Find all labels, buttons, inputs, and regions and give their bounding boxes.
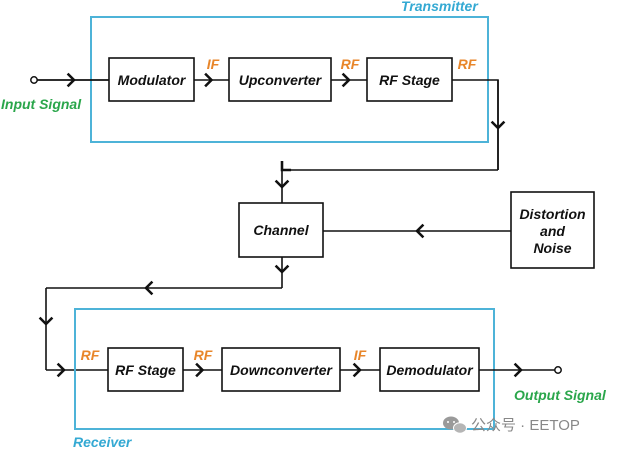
noise-line-1: Distortion	[519, 206, 585, 222]
receiver-title: Receiver	[73, 434, 133, 450]
tx-signal-rf-2: RF	[458, 56, 477, 72]
rx-rf-stage-label: RF Stage	[115, 362, 176, 378]
channel-block	[238, 202, 324, 258]
downconverter-label: Downconverter	[230, 362, 333, 378]
input-terminal	[30, 76, 38, 84]
output-terminal	[554, 366, 562, 374]
output-signal-label: Output Signal	[514, 387, 607, 403]
transmitter-title: Transmitter	[401, 0, 479, 14]
tx-rf-stage-label: RF Stage	[379, 72, 440, 88]
receiver-group	[74, 308, 495, 430]
demodulator-block	[379, 347, 480, 392]
noise-block	[510, 191, 595, 269]
noise-line-3: Noise	[533, 240, 571, 256]
downconverter-block	[221, 347, 341, 392]
demodulator-label: Demodulator	[386, 362, 474, 378]
rx-signal-rf-2: RF	[194, 347, 213, 363]
tx-rf-stage-block	[366, 57, 453, 102]
noise-line-2: and	[540, 223, 565, 239]
wire-tx-to-channel-b	[274, 160, 498, 203]
wire-tx-to-channel-a	[452, 79, 499, 170]
tx-signal-rf-1: RF	[341, 56, 360, 72]
tx-signal-if: IF	[207, 56, 220, 72]
modulator-block	[108, 57, 195, 102]
wechat-icon	[443, 416, 467, 434]
rx-signal-if: IF	[354, 347, 367, 363]
modulator-label: Modulator	[118, 72, 187, 88]
input-signal-label: Input Signal	[1, 96, 82, 112]
rx-rf-stage-block	[107, 347, 184, 392]
watermark-text: 公众号 · EETOP	[471, 417, 580, 434]
rx-signal-rf-1: RF	[81, 347, 100, 363]
upconverter-label: Upconverter	[239, 72, 323, 88]
channel-label: Channel	[253, 222, 309, 238]
